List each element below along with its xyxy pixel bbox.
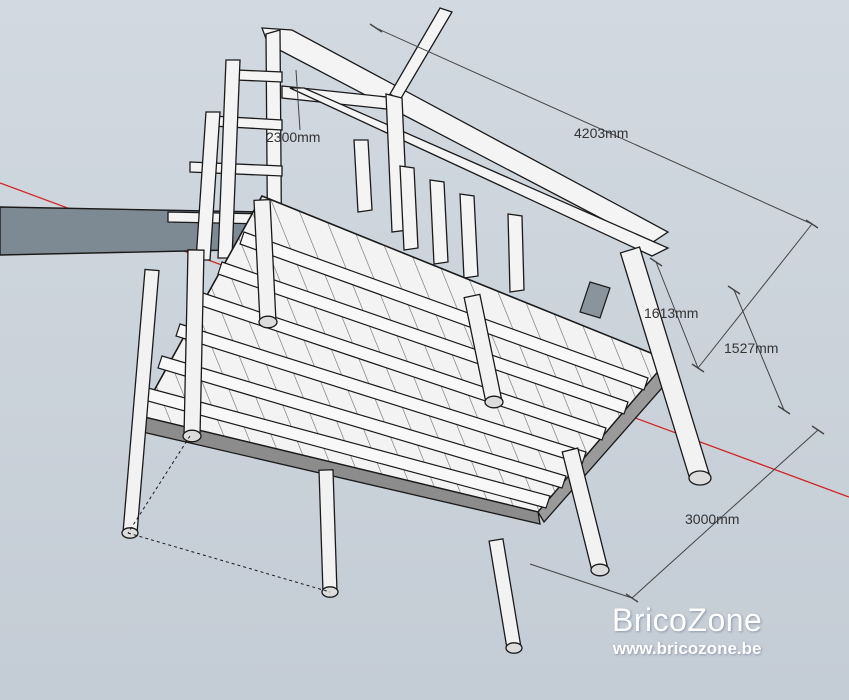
- post-3-foot: [121, 527, 139, 539]
- post-6: [318, 469, 338, 593]
- dimension-label-1613: 1613mm: [644, 305, 699, 321]
- support-posts: [121, 198, 712, 654]
- dimension-label-3000: 3000mm: [685, 511, 740, 527]
- roof-frame: [167, 7, 670, 303]
- post-7-foot: [590, 563, 610, 577]
- dimension-ticks: [369, 23, 825, 603]
- post-8-foot: [505, 642, 523, 654]
- dimension-label-4203: 4203mm: [574, 125, 629, 141]
- post-2: [183, 249, 205, 437]
- watermark-url: www.bricozone.be: [612, 639, 762, 658]
- post-5-foot: [688, 470, 712, 486]
- gray-bracket: [579, 281, 611, 319]
- post-1-foot: [258, 315, 278, 329]
- watermark-logo: BricoZone: [612, 602, 763, 638]
- deck-joists: [143, 231, 649, 509]
- post-8: [488, 538, 522, 650]
- dimension-lines: [295, 27, 819, 599]
- dimension-label-1527: 1527mm: [724, 340, 779, 356]
- dimension-label-2300: 2300mm: [266, 129, 321, 145]
- post-2-foot: [182, 429, 202, 443]
- post-4-foot: [484, 395, 504, 409]
- bricozone-watermark: BricoZone www.bricozone.be: [612, 602, 762, 660]
- footprint-dashes: [127, 435, 331, 593]
